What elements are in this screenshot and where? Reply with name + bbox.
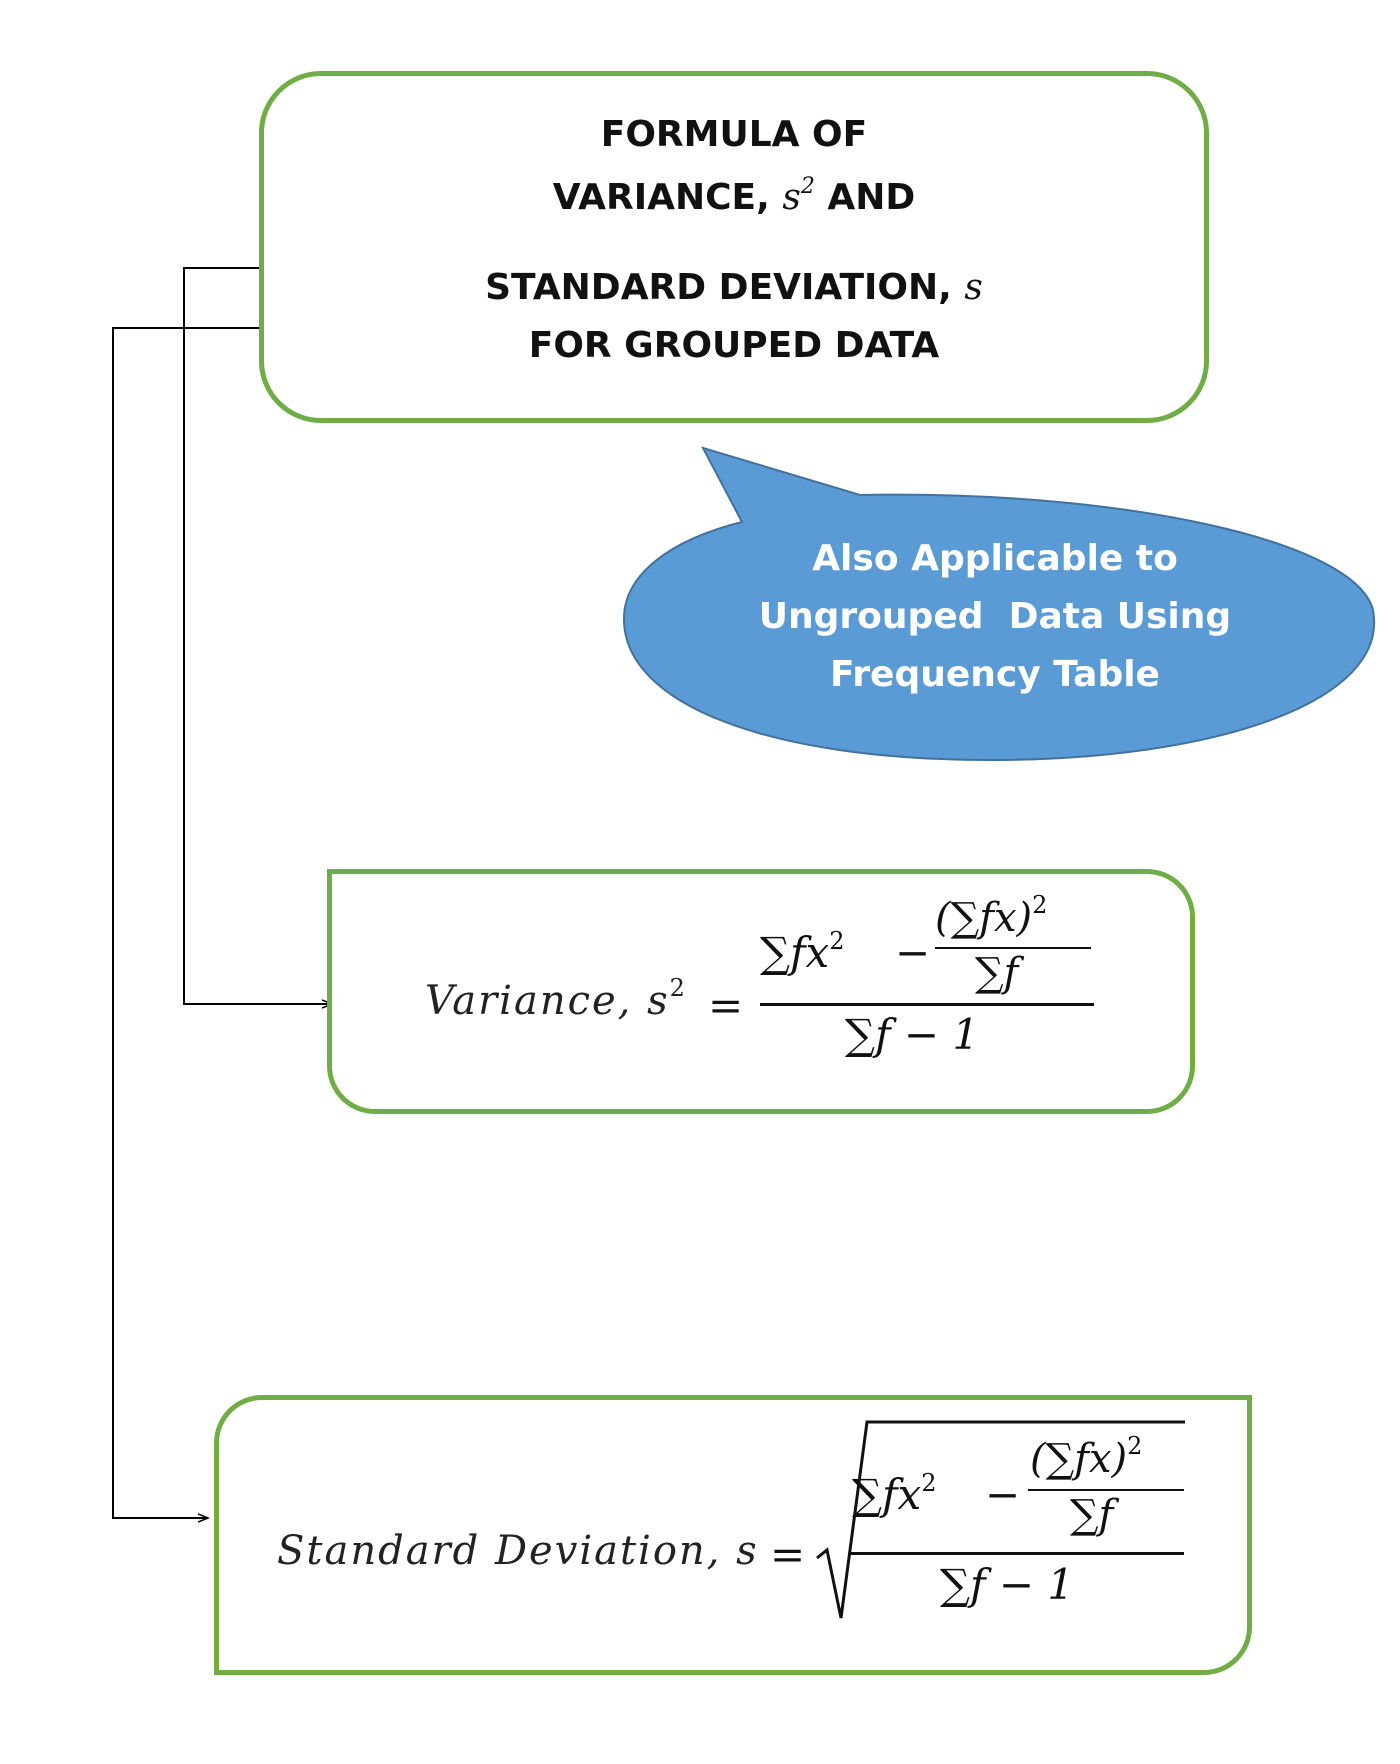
variance-minus: −	[895, 928, 931, 977]
callout-line-1: Also Applicable to	[812, 538, 1178, 579]
callout-line-3: Frequency Table	[830, 654, 1160, 695]
variance-symbol: s2	[782, 174, 815, 219]
callout-text: Also Applicable to Ungrouped Data Using …	[680, 530, 1310, 704]
variance-fraction-bar	[760, 1003, 1094, 1006]
std-dev-label: Standard Deviation, s	[277, 1528, 759, 1574]
variance-inner-fraction-bar	[935, 947, 1091, 949]
callout-line-2: Ungrouped Data Using	[758, 596, 1232, 637]
connector-variance	[183, 267, 332, 1004]
std-dev-inner-denominator: ∑f	[1070, 1492, 1114, 1538]
title-box: FORMULA OF VARIANCE, s2 AND STANDARD DEV…	[259, 71, 1209, 423]
std-dev-denominator: ∑f − 1	[940, 1560, 1075, 1609]
title-line-2: VARIANCE, s2 AND	[552, 174, 916, 219]
std-dev-inner-numerator: (∑fx)2	[1030, 1432, 1143, 1482]
variance-denominator: ∑f − 1	[845, 1010, 980, 1059]
std-dev-inner-fraction-bar	[1028, 1489, 1184, 1491]
title-line-3: STANDARD DEVIATION, s	[485, 267, 983, 308]
std-dev-minus: −	[985, 1470, 1021, 1519]
callout-bubble	[622, 446, 1376, 762]
title-line-4: FOR GROUPED DATA	[528, 325, 940, 366]
title-line-1: FORMULA OF	[600, 114, 868, 155]
variance-equals: =	[708, 981, 744, 1030]
std-dev-fraction-bar	[850, 1552, 1184, 1555]
variance-inner-numerator: (∑fx)2	[935, 891, 1048, 941]
variance-label: Variance, s2	[425, 974, 687, 1024]
variance-inner-denominator: ∑f	[975, 950, 1019, 996]
variance-numerator-left: ∑fx2	[760, 927, 845, 977]
connector-std-dev	[112, 327, 286, 1518]
std-dev-formula-box	[214, 1395, 1252, 1675]
std-dev-symbol: s	[964, 267, 983, 308]
std-dev-equals: =	[770, 1530, 806, 1579]
sqrt-radical	[816, 1420, 1185, 1619]
variance-formula-box	[327, 869, 1195, 1114]
std-dev-numerator-left: ∑fx2	[852, 1469, 937, 1519]
